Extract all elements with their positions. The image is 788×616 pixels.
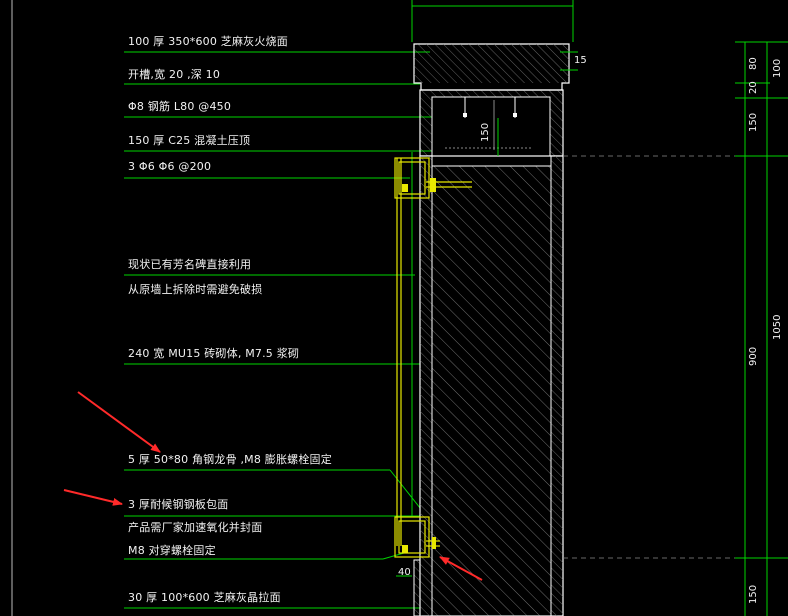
note-concrete-cap: 150 厚 C25 混凝土压顶 xyxy=(128,134,251,147)
dim-150-top: 150 xyxy=(748,112,759,132)
coping-stone xyxy=(413,43,570,91)
note-base-stone: 30 厚 100*600 芝麻灰晶拉面 xyxy=(128,591,281,604)
note-brick-wall: 240 宽 MU15 砖砌体, M7.5 浆砌 xyxy=(128,347,300,360)
note-groove: 开槽,宽 20 ,深 10 xyxy=(128,68,221,81)
extension-lines xyxy=(563,155,788,559)
base-stone xyxy=(413,559,421,616)
note-rebar: Φ8 钢筋 L80 @450 xyxy=(128,100,232,113)
bolts xyxy=(402,178,436,553)
right-dimension-chain xyxy=(735,41,788,616)
dim-1050: 1050 xyxy=(772,314,783,340)
note-existing-stele: 现状已有芳名碑直接利用 xyxy=(128,258,252,271)
note-demolition: 从原墙上拆除时需避免破损 xyxy=(128,283,263,296)
dim-150-inner: 150 xyxy=(480,122,491,142)
note-oxidation: 产品需厂家加速氧化并封面 xyxy=(128,521,263,534)
dim-20: 20 xyxy=(748,81,759,94)
dim-15: 15 xyxy=(574,55,587,66)
local-dims xyxy=(396,51,578,577)
dim-150-bottom: 150 xyxy=(748,584,759,604)
note-coping-stone: 100 厚 350*600 芝麻灰火烧面 xyxy=(128,35,288,48)
dim-80: 80 xyxy=(748,57,759,70)
concrete-cap xyxy=(419,89,564,157)
brick-wall xyxy=(419,155,564,616)
note-angle-steel: 5 厚 50*80 角钢龙骨 ,M8 膨胀螺栓固定 xyxy=(128,453,332,466)
dim-900: 900 xyxy=(748,346,759,366)
note-steel-plate: 3 厚耐候钢钢板包面 xyxy=(128,498,229,511)
note-through-bolt: M8 对穿螺栓固定 xyxy=(128,544,216,557)
red-arrows xyxy=(63,391,483,581)
note-stirrups: 3 Φ6 Φ6 @200 xyxy=(128,160,212,173)
dim-100: 100 xyxy=(772,58,783,78)
dim-40: 40 xyxy=(398,567,411,578)
leader-lines xyxy=(124,0,574,609)
